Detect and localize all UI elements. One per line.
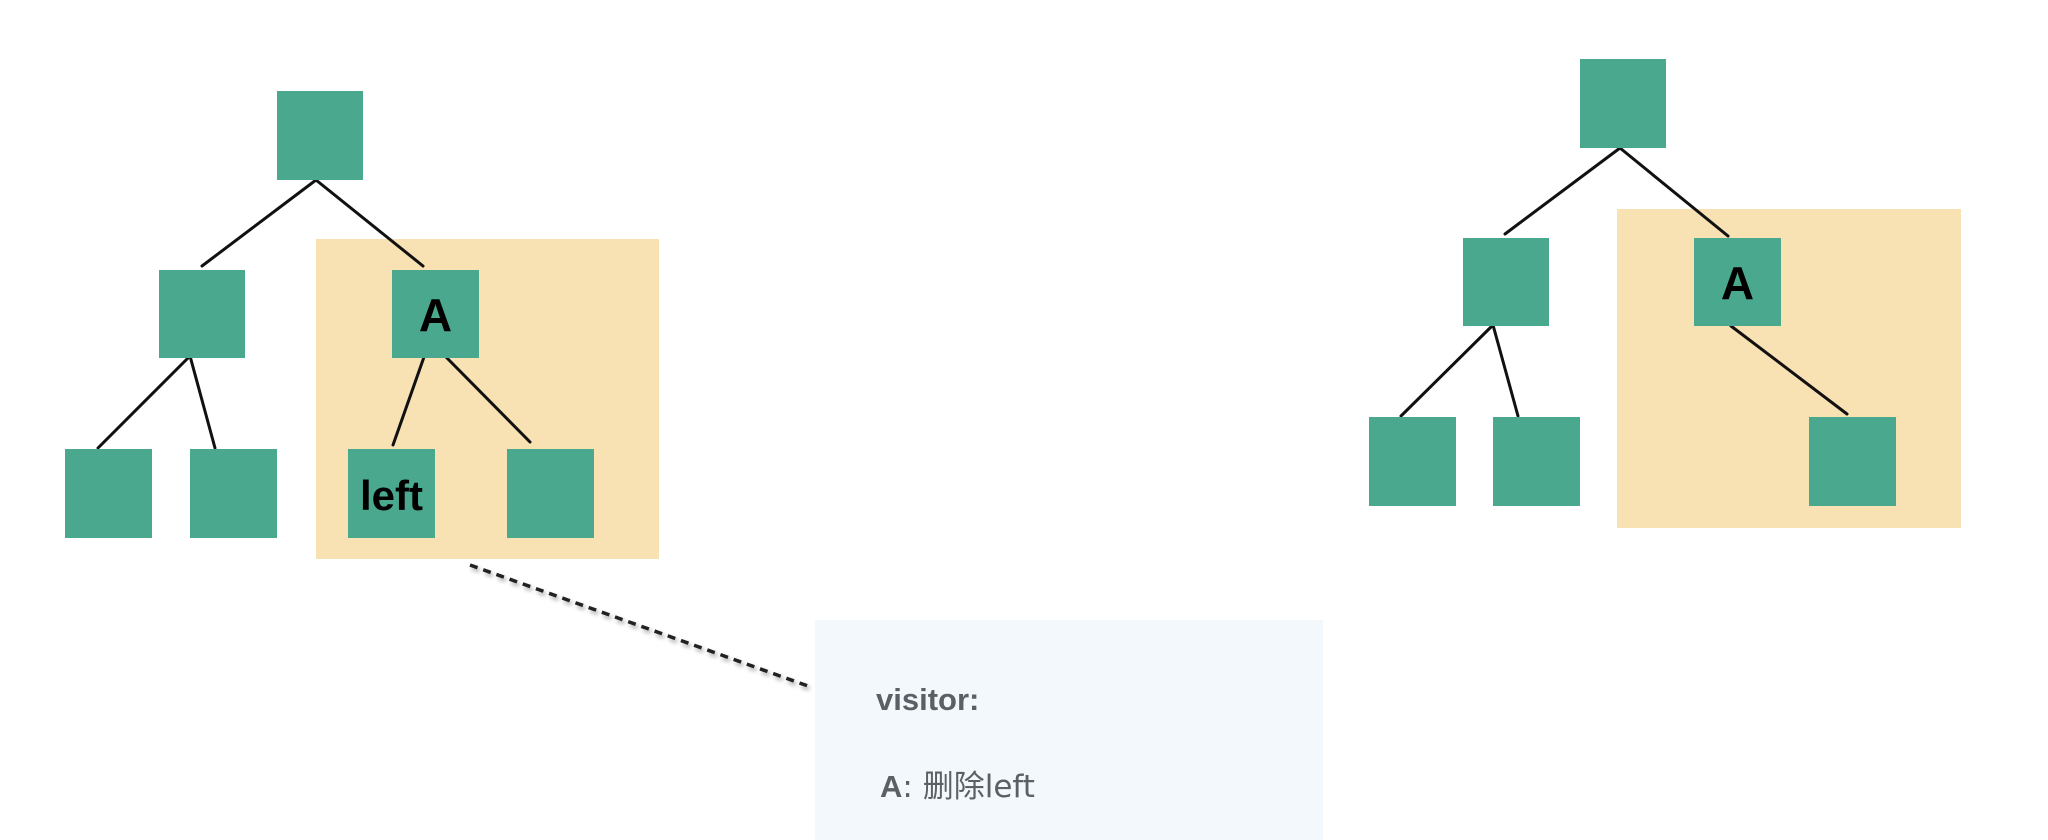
left-edge-root-to-child-left — [200, 178, 318, 268]
right-node-a-label: A — [1721, 257, 1754, 309]
left-leaf-node-right — [507, 449, 594, 538]
right-node-a — [1694, 238, 1781, 326]
left-edge-child-to-leaf-2 — [188, 354, 217, 450]
visitor-note-line-sep: : — [902, 769, 922, 805]
right-tree-edges — [1399, 146, 1849, 418]
left-edge-child-to-leaf-1 — [96, 354, 192, 450]
visitor-note-line: A: 删除left — [880, 769, 1035, 805]
right-child-node — [1463, 238, 1549, 326]
visitor-note-box — [815, 620, 1323, 840]
right-edge-a-to-right — [1729, 324, 1849, 416]
left-node-left-label: left — [360, 472, 423, 519]
left-leaf-node-1 — [65, 449, 152, 538]
right-root-node — [1580, 59, 1666, 148]
visitor-note: visitor: A: 删除left — [815, 620, 1323, 840]
right-leaf-node-right — [1809, 417, 1896, 506]
visitor-note-title: visitor: — [876, 682, 979, 717]
dashed-connector — [469, 563, 809, 688]
visitor-note-line-key: A — [880, 769, 902, 804]
left-edge-root-to-node-a — [314, 178, 425, 268]
right-edge-child-to-leaf-1 — [1399, 323, 1495, 418]
left-edge-a-to-left — [391, 355, 426, 447]
left-tree: A left — [65, 91, 659, 559]
right-leaf-node-2 — [1493, 417, 1580, 506]
visitor-note-line-text: 删除left — [923, 769, 1035, 805]
right-tree: A — [1369, 59, 1961, 528]
left-edge-a-to-right — [444, 355, 532, 444]
left-node-a-label: A — [419, 289, 452, 341]
left-node-left — [348, 449, 435, 538]
left-node-a — [392, 270, 479, 358]
right-edge-child-to-leaf-2 — [1491, 323, 1520, 418]
right-edge-root-to-node-a — [1618, 146, 1730, 238]
right-edge-root-to-child-left — [1503, 146, 1622, 236]
right-leaf-node-1 — [1369, 417, 1456, 506]
left-root-node — [277, 91, 363, 180]
left-child-node — [159, 270, 245, 358]
left-tree-edges — [96, 178, 532, 450]
left-leaf-node-2 — [190, 449, 277, 538]
